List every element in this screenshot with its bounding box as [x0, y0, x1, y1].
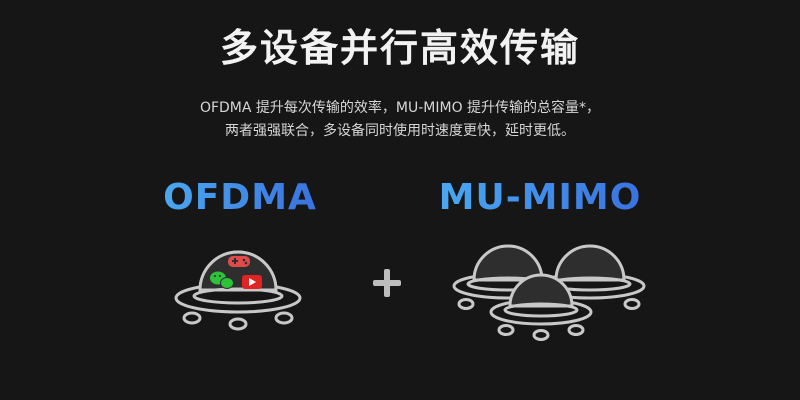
ofdma-label-text: OFDMA [163, 177, 317, 218]
mu-mimo-label-text: MU-MIMO [439, 177, 642, 218]
plus-icon [373, 269, 401, 297]
mu-mimo-label: MU-MIMO [439, 177, 642, 218]
subtitle-line-2: 两者强强联合，多设备同时使用时速度更快，延时更低。 [225, 123, 575, 139]
page-title: 多设备并行高效传输 [219, 26, 580, 70]
wechat-icon [210, 271, 234, 289]
gamepad-icon [228, 256, 250, 267]
ofdma-label: OFDMA [163, 177, 317, 218]
ufo-icon [174, 250, 302, 331]
ufo-icon [489, 273, 593, 341]
youtube-icon [242, 275, 262, 289]
subtitle-line-1: OFDMA 提升每次传输的效率，MU-MIMO 提升传输的总容量*， [199, 100, 601, 116]
